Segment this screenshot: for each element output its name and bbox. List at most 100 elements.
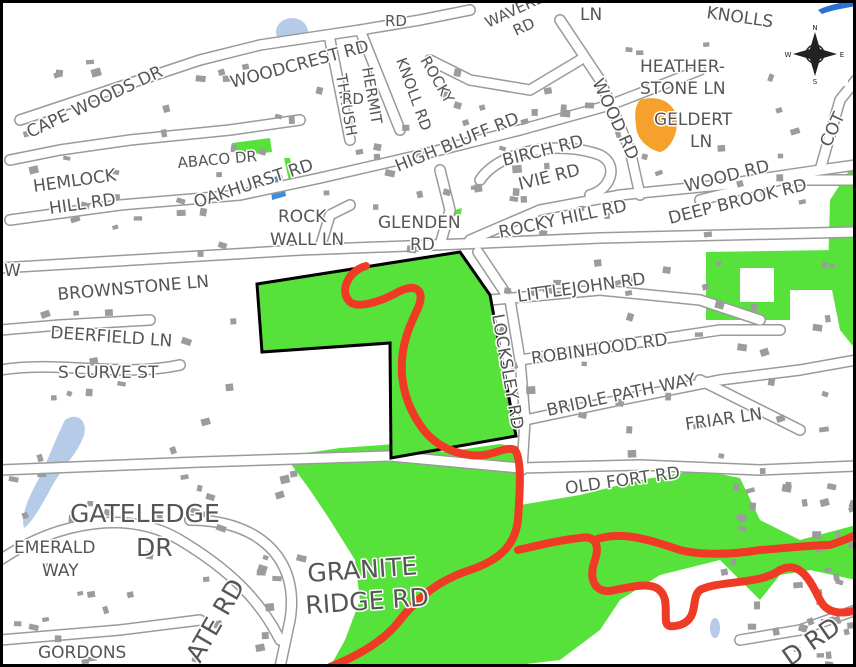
- conservation-area-south: [285, 444, 856, 667]
- building-footprint: [534, 354, 544, 360]
- building-footprint: [473, 183, 483, 193]
- building-footprint: [44, 562, 55, 570]
- building-footprint: [701, 283, 710, 291]
- label-cot: COT: [816, 109, 849, 150]
- building-footprint: [662, 266, 672, 275]
- building-footprint: [104, 309, 114, 317]
- label-geldert-1: GELDERT: [654, 110, 733, 130]
- building-footprint: [806, 617, 815, 626]
- inholding-lot: [740, 268, 774, 302]
- compass-rose-icon: N S E W: [782, 22, 848, 86]
- building-footprint: [87, 500, 94, 507]
- building-footprint: [578, 205, 585, 212]
- building-footprint: [821, 390, 829, 398]
- road-littlejohn-fill: [485, 285, 765, 325]
- compass-w: W: [785, 51, 792, 59]
- building-footprint: [826, 483, 837, 491]
- road-glenden-fill: [435, 165, 455, 250]
- building-footprint: [626, 426, 633, 434]
- label-thrush-rd: RD: [342, 90, 364, 108]
- conservation-area-far-east: [828, 160, 856, 350]
- building-footprint: [54, 635, 62, 643]
- building-footprint: [102, 605, 110, 615]
- building-footprint: [777, 153, 784, 159]
- building-footprint: [274, 490, 285, 500]
- label-gordons: GORDONS: [38, 643, 126, 663]
- building-footprint: [217, 241, 228, 250]
- label-brownstone-ln: BROWNSTONE LN: [57, 272, 210, 305]
- label-w-edge: W: [4, 261, 21, 281]
- building-footprint: [384, 169, 396, 178]
- building-footprint: [797, 623, 809, 633]
- building-footprint: [625, 312, 635, 322]
- building-footprint: [53, 71, 61, 79]
- building-footprint: [798, 199, 807, 205]
- building-footprint: [111, 224, 119, 231]
- building-footprint: [199, 510, 211, 518]
- building-footprint: [730, 558, 737, 566]
- building-footprint: [604, 212, 611, 220]
- building-footprint: [503, 287, 512, 295]
- building-footprint: [789, 127, 801, 136]
- building-footprint: [625, 47, 633, 53]
- building-footprint: [824, 314, 831, 323]
- building-footprint: [816, 653, 825, 658]
- building-footprint: [718, 453, 725, 459]
- building-footprint: [261, 631, 269, 640]
- building-footprint: [737, 513, 747, 523]
- building-footprint: [279, 474, 291, 485]
- building-footprint: [520, 117, 530, 126]
- building-footprint: [702, 41, 710, 48]
- building-footprint: [85, 59, 95, 65]
- label-geldert-2: LN: [690, 132, 712, 152]
- building-footprint: [498, 326, 507, 336]
- building-footprint: [180, 474, 189, 481]
- building-footprint: [274, 113, 283, 120]
- building-footprint: [402, 124, 410, 131]
- label-deerfield-ln: DEERFIELD LN: [50, 323, 173, 351]
- building-footprint: [295, 554, 308, 563]
- subject-parcel[interactable]: [255, 250, 518, 460]
- building-footprint: [759, 347, 770, 357]
- building-footprint: [68, 514, 77, 523]
- building-footprint: [85, 388, 93, 397]
- building-footprint: [62, 155, 71, 161]
- building-footprint: [200, 417, 211, 427]
- building-footprint: [828, 616, 835, 624]
- label-glenden-1: GLENDEN: [378, 213, 461, 233]
- label-lee-rd: RD: [385, 12, 407, 30]
- building-footprint: [834, 578, 844, 586]
- building-footprint: [80, 201, 91, 210]
- building-footprint: [145, 550, 154, 560]
- building-footprint: [577, 411, 588, 420]
- building-footprint: [747, 623, 757, 630]
- building-footprint: [509, 362, 519, 371]
- building-footprint: [736, 343, 748, 352]
- label-robinhood-rd: ROBINHOOD RD: [530, 330, 669, 369]
- building-footprint: [478, 104, 486, 111]
- building-footprint: [615, 398, 625, 408]
- building-footprint: [793, 581, 803, 589]
- building-footprint: [832, 572, 840, 582]
- building-footprint: [442, 188, 452, 197]
- building-footprint: [117, 381, 127, 387]
- building-footprint: [77, 590, 84, 597]
- building-footprint: [520, 195, 528, 203]
- label-heatherstone-1: HEATHER-: [640, 57, 725, 77]
- building-footprint: [529, 288, 536, 297]
- label-abaco-dr: ABACO DR: [177, 147, 258, 172]
- road-deerfield-fill: [0, 315, 155, 335]
- compass-n: N: [812, 24, 817, 32]
- building-footprint: [162, 104, 171, 114]
- building-footprint: [843, 628, 850, 636]
- buildings: [8, 41, 856, 667]
- label-littlejohn-rd: LITTLEJOHN RD: [516, 269, 647, 307]
- building-footprint: [230, 318, 237, 325]
- building-footprint: [103, 508, 112, 517]
- trail-route[interactable]: [326, 262, 856, 667]
- building-footprint: [28, 165, 40, 175]
- building-footprint: [775, 414, 786, 423]
- building-footprint: [180, 336, 193, 347]
- building-footprint: [801, 498, 808, 507]
